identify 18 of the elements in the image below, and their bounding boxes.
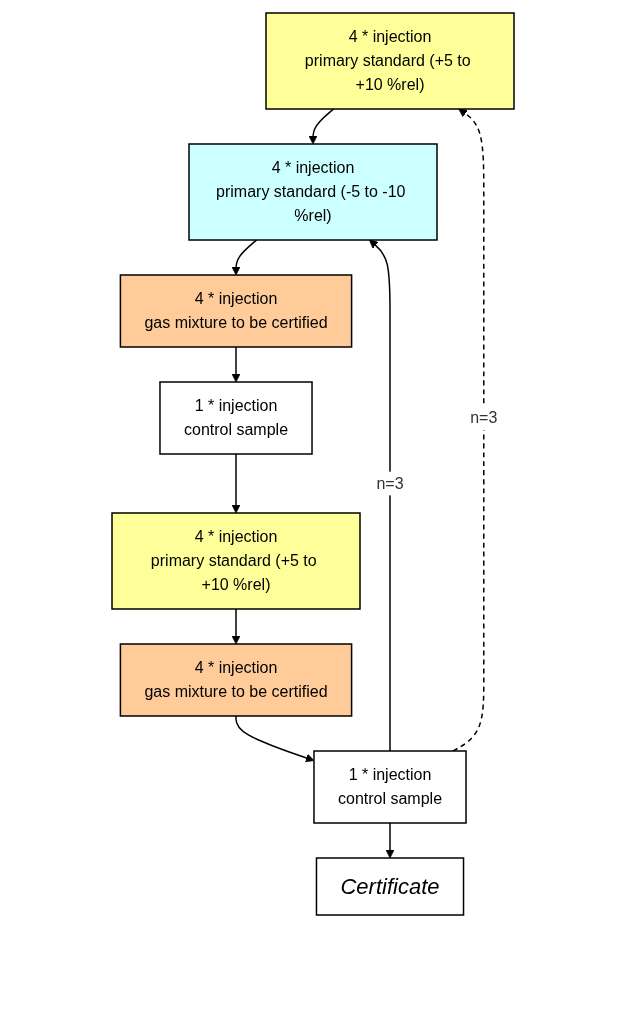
edge-label: n=3 [470,409,498,426]
node-box: 1 * injection control sample [159,381,313,455]
node-box: 4 * injection gas mixture to be certified [119,643,353,717]
arrow [231,239,258,276]
arrow [231,346,241,383]
edge-label: n=3 [376,474,404,492]
node-box: 4 * injection gas mixture to be certified [119,274,353,348]
arrow [385,822,395,859]
node-box: 1 * injection control sample [313,750,467,824]
node-box: Certificate [315,857,465,916]
arrow [452,108,485,752]
arrow [369,239,391,752]
arrow [231,608,241,645]
node-box: 4 * injection primary standard (-5 to -10 %rel) [188,143,438,241]
arrow [308,108,335,145]
node-box: 4 * injection primary standard (+5 to +10 %rel) [111,512,361,610]
node-box: 4 * injection primary standard (+5 to +10 %rel) [265,12,515,110]
arrow [231,453,241,514]
